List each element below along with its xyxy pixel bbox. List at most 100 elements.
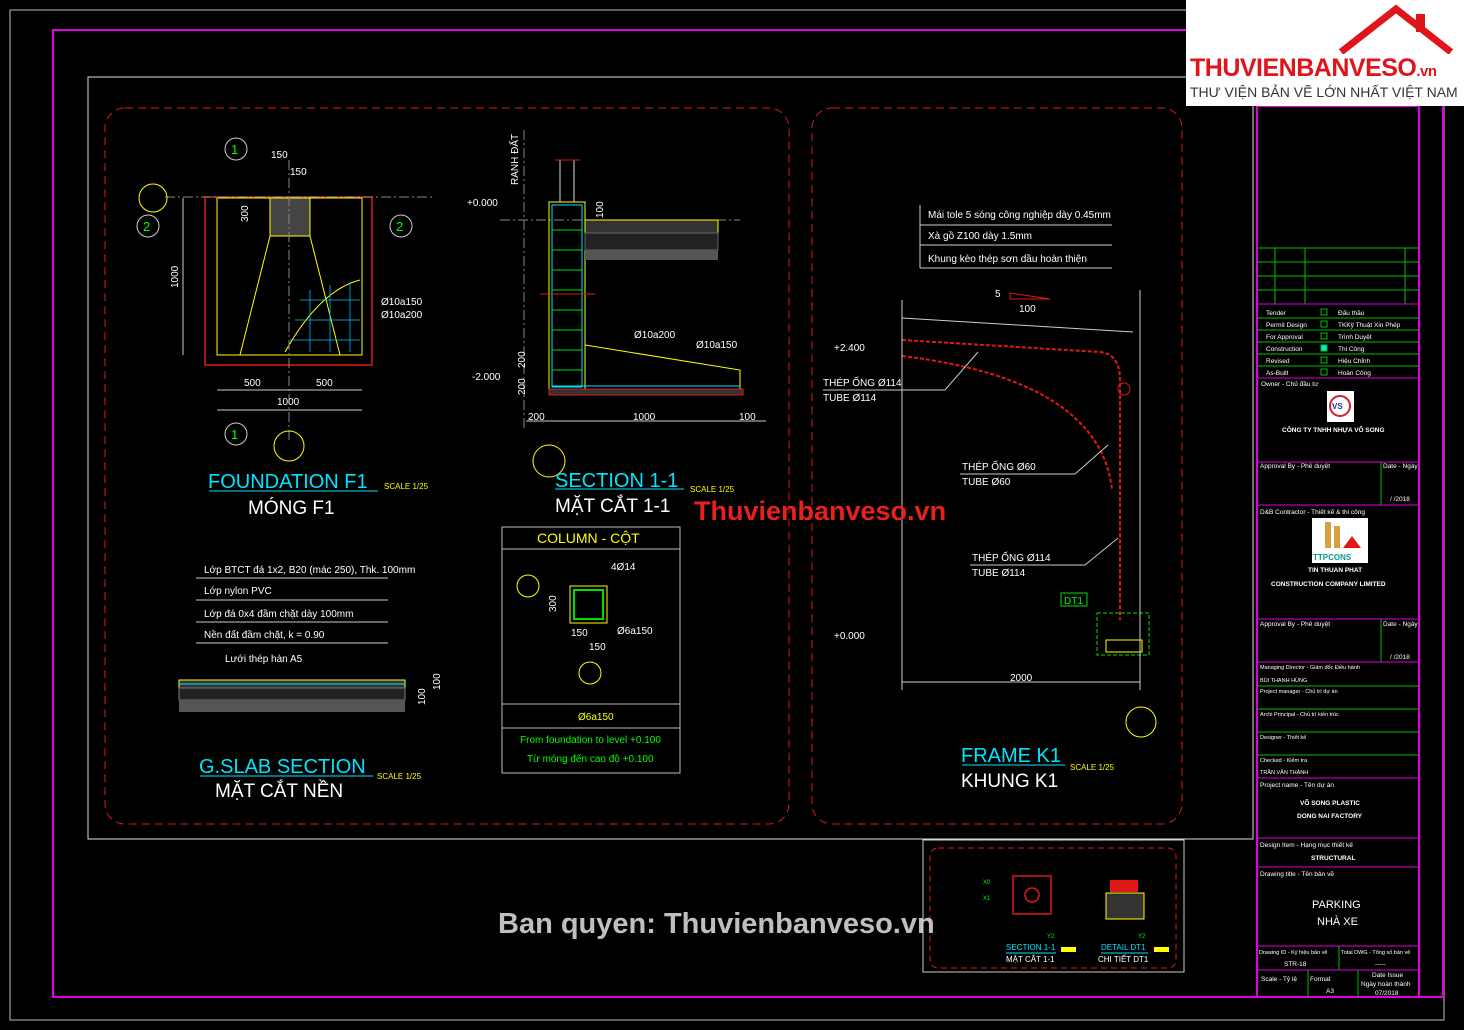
logo-tagline: THƯ VIỆN BẢN VẼ LỚN NHẤT VIỆT NAM — [1190, 84, 1458, 100]
contractor-name: CONSTRUCTION COMPANY LIMITED — [1271, 581, 1386, 588]
item-value: STRUCTURAL — [1311, 855, 1355, 862]
watermark-center: Thuvienbanveso.vn — [694, 496, 947, 526]
contractor-name: TIN THUAN PHAT — [1308, 567, 1362, 574]
dim-text: 150 — [290, 167, 307, 178]
dim-text: 100 — [432, 673, 443, 690]
member-label: TUBE Ø114 — [823, 393, 877, 404]
project-name: DONG NAI FACTORY — [1297, 813, 1363, 820]
approval-label: Approval By - Phê duyệt — [1260, 621, 1330, 628]
date-value: / /2018 — [1390, 496, 1410, 503]
status-label-en: Construction — [1266, 346, 1303, 353]
thumb-subtitle: CHI TIẾT DT1 — [1098, 954, 1149, 964]
owner-label: Owner - Chủ đầu tư — [1261, 379, 1319, 388]
status-label-en: For Approval — [1266, 334, 1303, 341]
dim-text: 300 — [548, 595, 559, 612]
project-label: Project name - Tên dự án — [1260, 782, 1334, 789]
status-checkbox[interactable] — [1320, 368, 1328, 376]
date-label: Date - Ngày — [1383, 621, 1418, 628]
owner-logo-text: VS — [1332, 402, 1343, 411]
thumb-subtitle: MẶT CẮT 1-1 — [1006, 955, 1055, 964]
column-note-vn: Từ móng đến cao độ +0.100 — [527, 753, 654, 765]
status-checkbox[interactable] — [1320, 344, 1328, 352]
id-value: STR-18 — [1284, 961, 1307, 968]
frame-scale: SCALE 1/25 — [1070, 763, 1115, 772]
column-annotations: 4Ø14 Ø6a150 300 150 150 — [548, 562, 653, 653]
date-issue-label: Ngày hoàn thành — [1361, 981, 1411, 988]
axis-label: 1 — [231, 142, 238, 157]
drawing-label: Drawing title - Tên bản vẽ — [1260, 871, 1334, 878]
status-label-vn: Đấu thầu — [1338, 308, 1365, 317]
axis-label: X1 — [983, 896, 991, 902]
id-label: Drawing ID - Ký hiệu bản vẽ — [1259, 950, 1327, 956]
dim-text: 150 — [589, 642, 606, 653]
status-label-vn: Thi Công — [1338, 346, 1365, 353]
rebar-label: Ø6a150 — [617, 626, 653, 637]
status-label-vn: TKKỹ Thuật Xin Phép — [1338, 322, 1401, 329]
total-value: ----- — [1375, 961, 1386, 968]
drawing-title: NHÀ XE — [1317, 915, 1358, 928]
slab-title: G.SLAB SECTION — [199, 756, 366, 778]
foundation-title: FOUNDATION F1 — [208, 471, 368, 493]
status-label-vn: Hoàn Công — [1338, 370, 1371, 377]
status-checkbox[interactable] — [1320, 320, 1328, 328]
thumb-title: DETAIL DT1 — [1101, 943, 1146, 952]
detail-tag[interactable]: DT1 — [1064, 596, 1083, 607]
status-label-en: Tender — [1266, 310, 1287, 317]
owner-name: CÔNG TY TNHH NHỰA VÕ SONG — [1282, 425, 1385, 434]
managing-name: BÙI THANH HÙNG — [1260, 677, 1307, 684]
checked-name: TRẦN VĂN THÀNH — [1260, 769, 1308, 776]
status-row: For Approval Trình Duyệt — [1266, 332, 1372, 341]
slab-layer: Lớp BTCT đá 1x2, B20 (mác 250), Thk. 100… — [204, 565, 415, 576]
archi-label: Archi Principal - Chủ trì kiến trúc — [1260, 711, 1339, 718]
status-checkbox[interactable] — [1320, 308, 1328, 316]
logo-main-text: THUVIENBANVESO — [1190, 54, 1417, 82]
dim-text: 1000 — [277, 397, 300, 408]
ranh-dat-label: RANH ĐẤT — [508, 134, 521, 185]
leader-lines — [823, 351, 1119, 566]
section-title: SECTION 1-1 — [555, 470, 678, 492]
axis-label: Y2 — [1047, 934, 1055, 940]
level-label: +2.400 — [834, 343, 865, 354]
dim-text: 100 — [417, 688, 428, 705]
foundation-f1-plan — [138, 160, 435, 462]
frame-annotations: Mái tole 5 sóng công nghiệp dày 0.45mm X… — [823, 210, 1111, 684]
level-label: +0.000 — [834, 631, 865, 642]
section-subtitle: MẶT CẮT 1-1 — [555, 495, 670, 517]
status-row: Construction Thi Công — [1266, 344, 1365, 353]
column-stirrup-label: Ø6a150 — [578, 712, 614, 723]
viewport-frame — [87, 76, 1254, 840]
status-label-vn: Hiệu Chỉnh — [1338, 357, 1371, 365]
frame-k1-drawing — [901, 205, 1157, 738]
detail-thumbnail[interactable]: SECTION 1-1 MẶT CẮT 1-1 DETAIL DT1 CHI T… — [922, 839, 1185, 973]
logo-tld: .vn — [1416, 63, 1437, 80]
foundation-subtitle: MÓNG F1 — [248, 497, 335, 519]
dim-text: 500 — [244, 378, 261, 389]
managing-label: Managing Director - Giám đốc Điều hành — [1260, 665, 1360, 671]
frame-note: Khung kèo thép sơn dầu hoàn thiện — [928, 253, 1087, 265]
frame-note: Xà gồ Z100 dày 1.5mm — [928, 230, 1032, 242]
section-1-1-drawing — [500, 130, 766, 478]
house-roof-icon — [1338, 4, 1454, 54]
rebar-label: Ø10a150 — [696, 340, 738, 351]
column-note-en: From foundation to level +0.100 — [520, 735, 661, 746]
rebar-label: Ø10a150 — [381, 297, 423, 308]
slab-layer-notes: Lớp BTCT đá 1x2, B20 (mác 250), Thk. 100… — [196, 565, 443, 705]
contractor-logo-text: TTPCONS — [1313, 553, 1352, 562]
dim-text: 1000 — [170, 265, 181, 288]
slope-run: 100 — [1019, 304, 1036, 315]
rebar-label: Ø10a200 — [634, 330, 676, 341]
checked-label: Checked - Kiểm tra — [1260, 757, 1308, 764]
status-checkbox[interactable] — [1320, 332, 1328, 340]
member-label: TUBE Ø60 — [962, 477, 1011, 488]
dim-text: 200 — [528, 412, 545, 423]
status-checkbox[interactable] — [1320, 356, 1328, 364]
status-label-en: Permit Design — [1266, 322, 1307, 329]
member-label: TUBE Ø114 — [972, 568, 1026, 579]
dim-text: 300 — [240, 205, 251, 222]
slab-section-drawing — [178, 679, 406, 712]
approval-label: Approval By - Phê duyệt — [1260, 463, 1330, 470]
status-label-vn: Trình Duyệt — [1338, 334, 1372, 341]
watermark-bottom: Ban quyen: Thuvienbanveso.vn — [498, 908, 935, 940]
